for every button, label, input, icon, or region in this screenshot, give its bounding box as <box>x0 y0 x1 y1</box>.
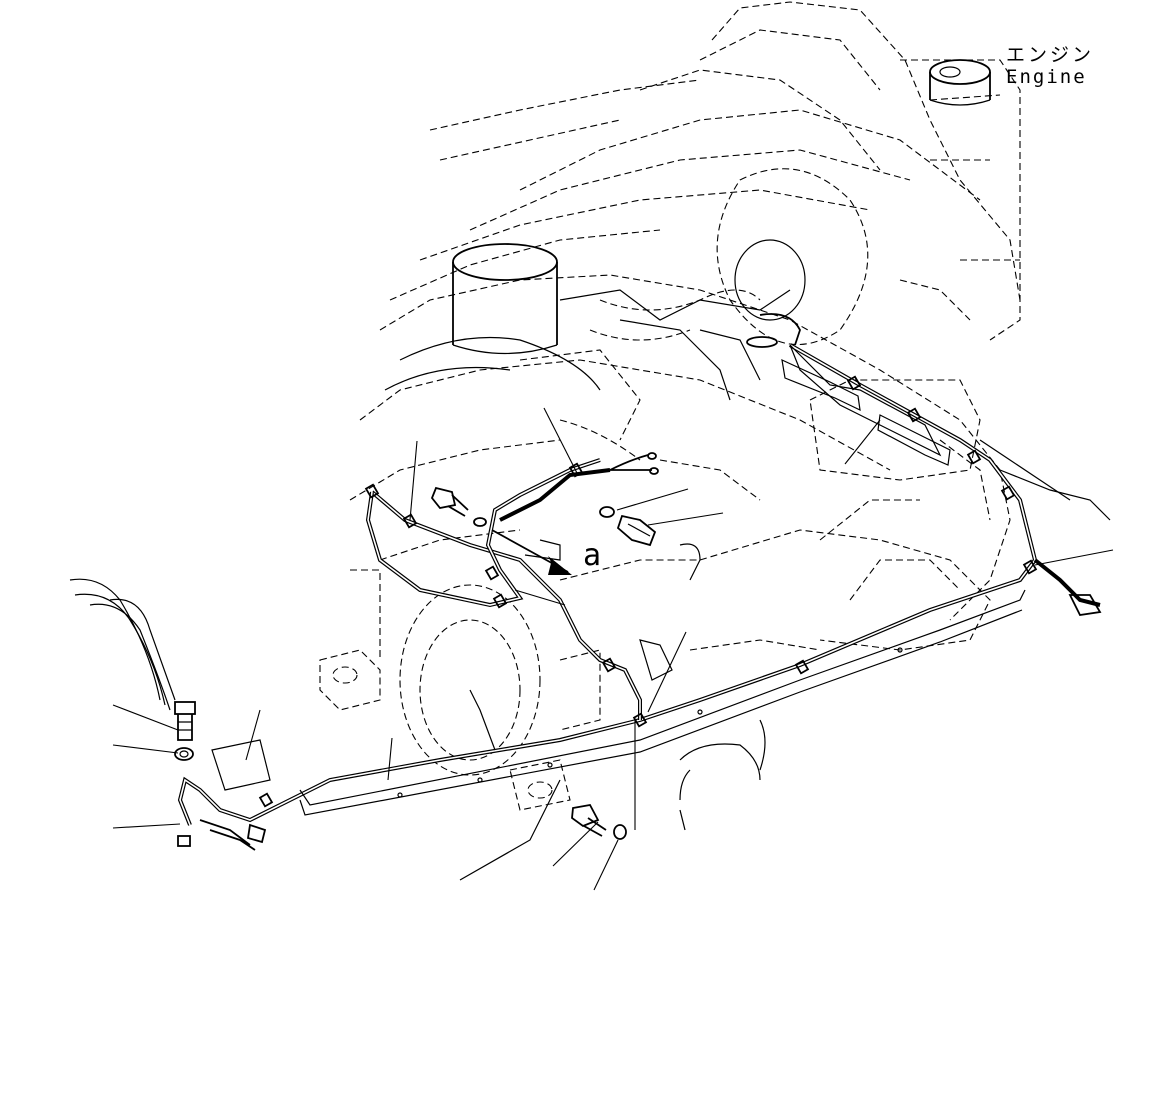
wiring-harness <box>177 313 1102 851</box>
engine-label-japanese: エンジン <box>1006 44 1095 66</box>
hardware <box>174 486 673 847</box>
engine-label-english: Engine <box>1006 66 1087 88</box>
loose-wires <box>69 543 766 881</box>
leader-lines <box>112 407 1114 891</box>
engine-outline <box>319 1 1021 811</box>
view-indicator-letter: a <box>583 538 602 573</box>
engine-solid-parts <box>384 59 991 401</box>
harness-clamps <box>258 375 1038 808</box>
view-arrow <box>491 529 572 575</box>
frame-rail <box>211 358 1111 816</box>
